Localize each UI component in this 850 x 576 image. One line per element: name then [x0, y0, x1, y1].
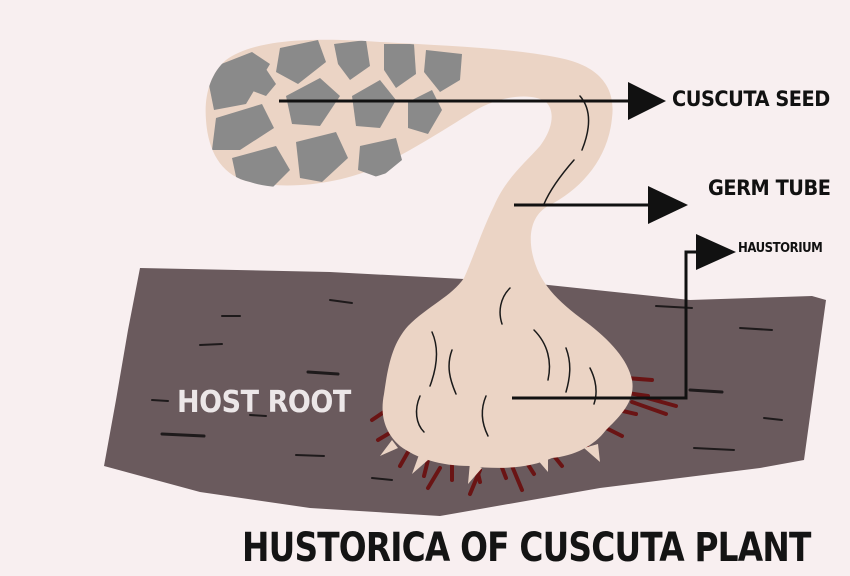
germ-tube-arrow [514, 186, 688, 224]
label-germ-tube: GERM TUBE [708, 176, 831, 200]
haustorium-root-tips [380, 440, 600, 484]
seed-arrow [279, 82, 666, 120]
diagram-title: HUSTORICA OF CUSCUTA PLANT [242, 525, 811, 571]
label-host-root: HOST ROOT [177, 385, 351, 420]
tissue-lines [415, 95, 597, 437]
label-haustorium: HAUSTORIUM [738, 241, 823, 256]
haustorium-arrow [512, 234, 736, 400]
seed-coat-pattern [206, 40, 462, 188]
host-root-texture [151, 299, 783, 481]
label-cuscuta-seed: CUSCUTA SEED [672, 87, 830, 111]
